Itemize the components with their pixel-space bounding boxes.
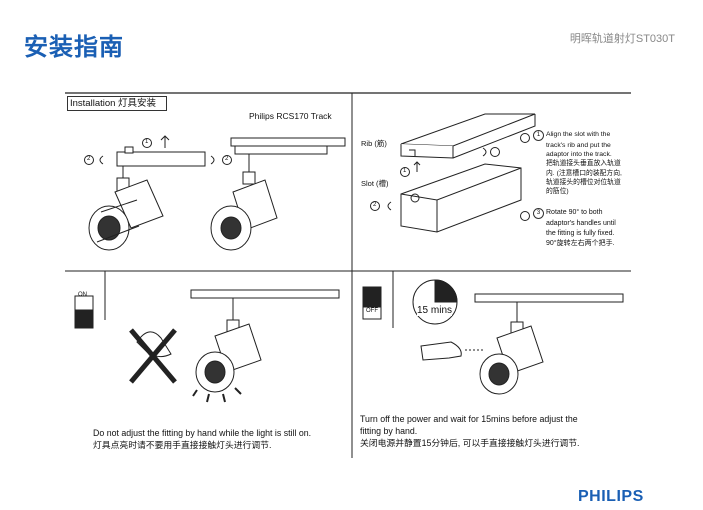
timer-label: 15 mins: [417, 305, 453, 316]
slot-label: Slot (槽): [361, 179, 389, 188]
page-title: 安装指南: [24, 33, 124, 61]
track-name: Philips RCS170 Track: [249, 111, 332, 121]
philips-logo: PHILIPS: [578, 488, 644, 505]
warning-text: Do not adjust the fitting by hand while …: [93, 428, 312, 450]
model-label: 明晖轨道射灯ST030T: [569, 33, 675, 45]
rib-label: Rib (筋): [361, 139, 387, 148]
section-label: Installation 灯具安装: [67, 96, 168, 111]
callout-two-right: 2: [225, 156, 229, 162]
callout-two-left: 2: [87, 156, 91, 162]
step3-number: 3: [533, 208, 544, 219]
callout-one-left: 1: [145, 139, 149, 145]
installation-figure: Installation 灯具安装 Philips RCS170 Track R…: [65, 92, 631, 458]
step1-number: 1: [533, 130, 544, 141]
switch-off-label: OFF: [366, 308, 378, 314]
callout-two-track: 2: [373, 202, 377, 208]
callout-one-track: 1: [403, 168, 407, 174]
power-off-text: Turn off the power and wait for 15mins b…: [360, 414, 580, 448]
switch-on-label: ON: [78, 292, 87, 298]
installation-drawing: [65, 92, 631, 458]
